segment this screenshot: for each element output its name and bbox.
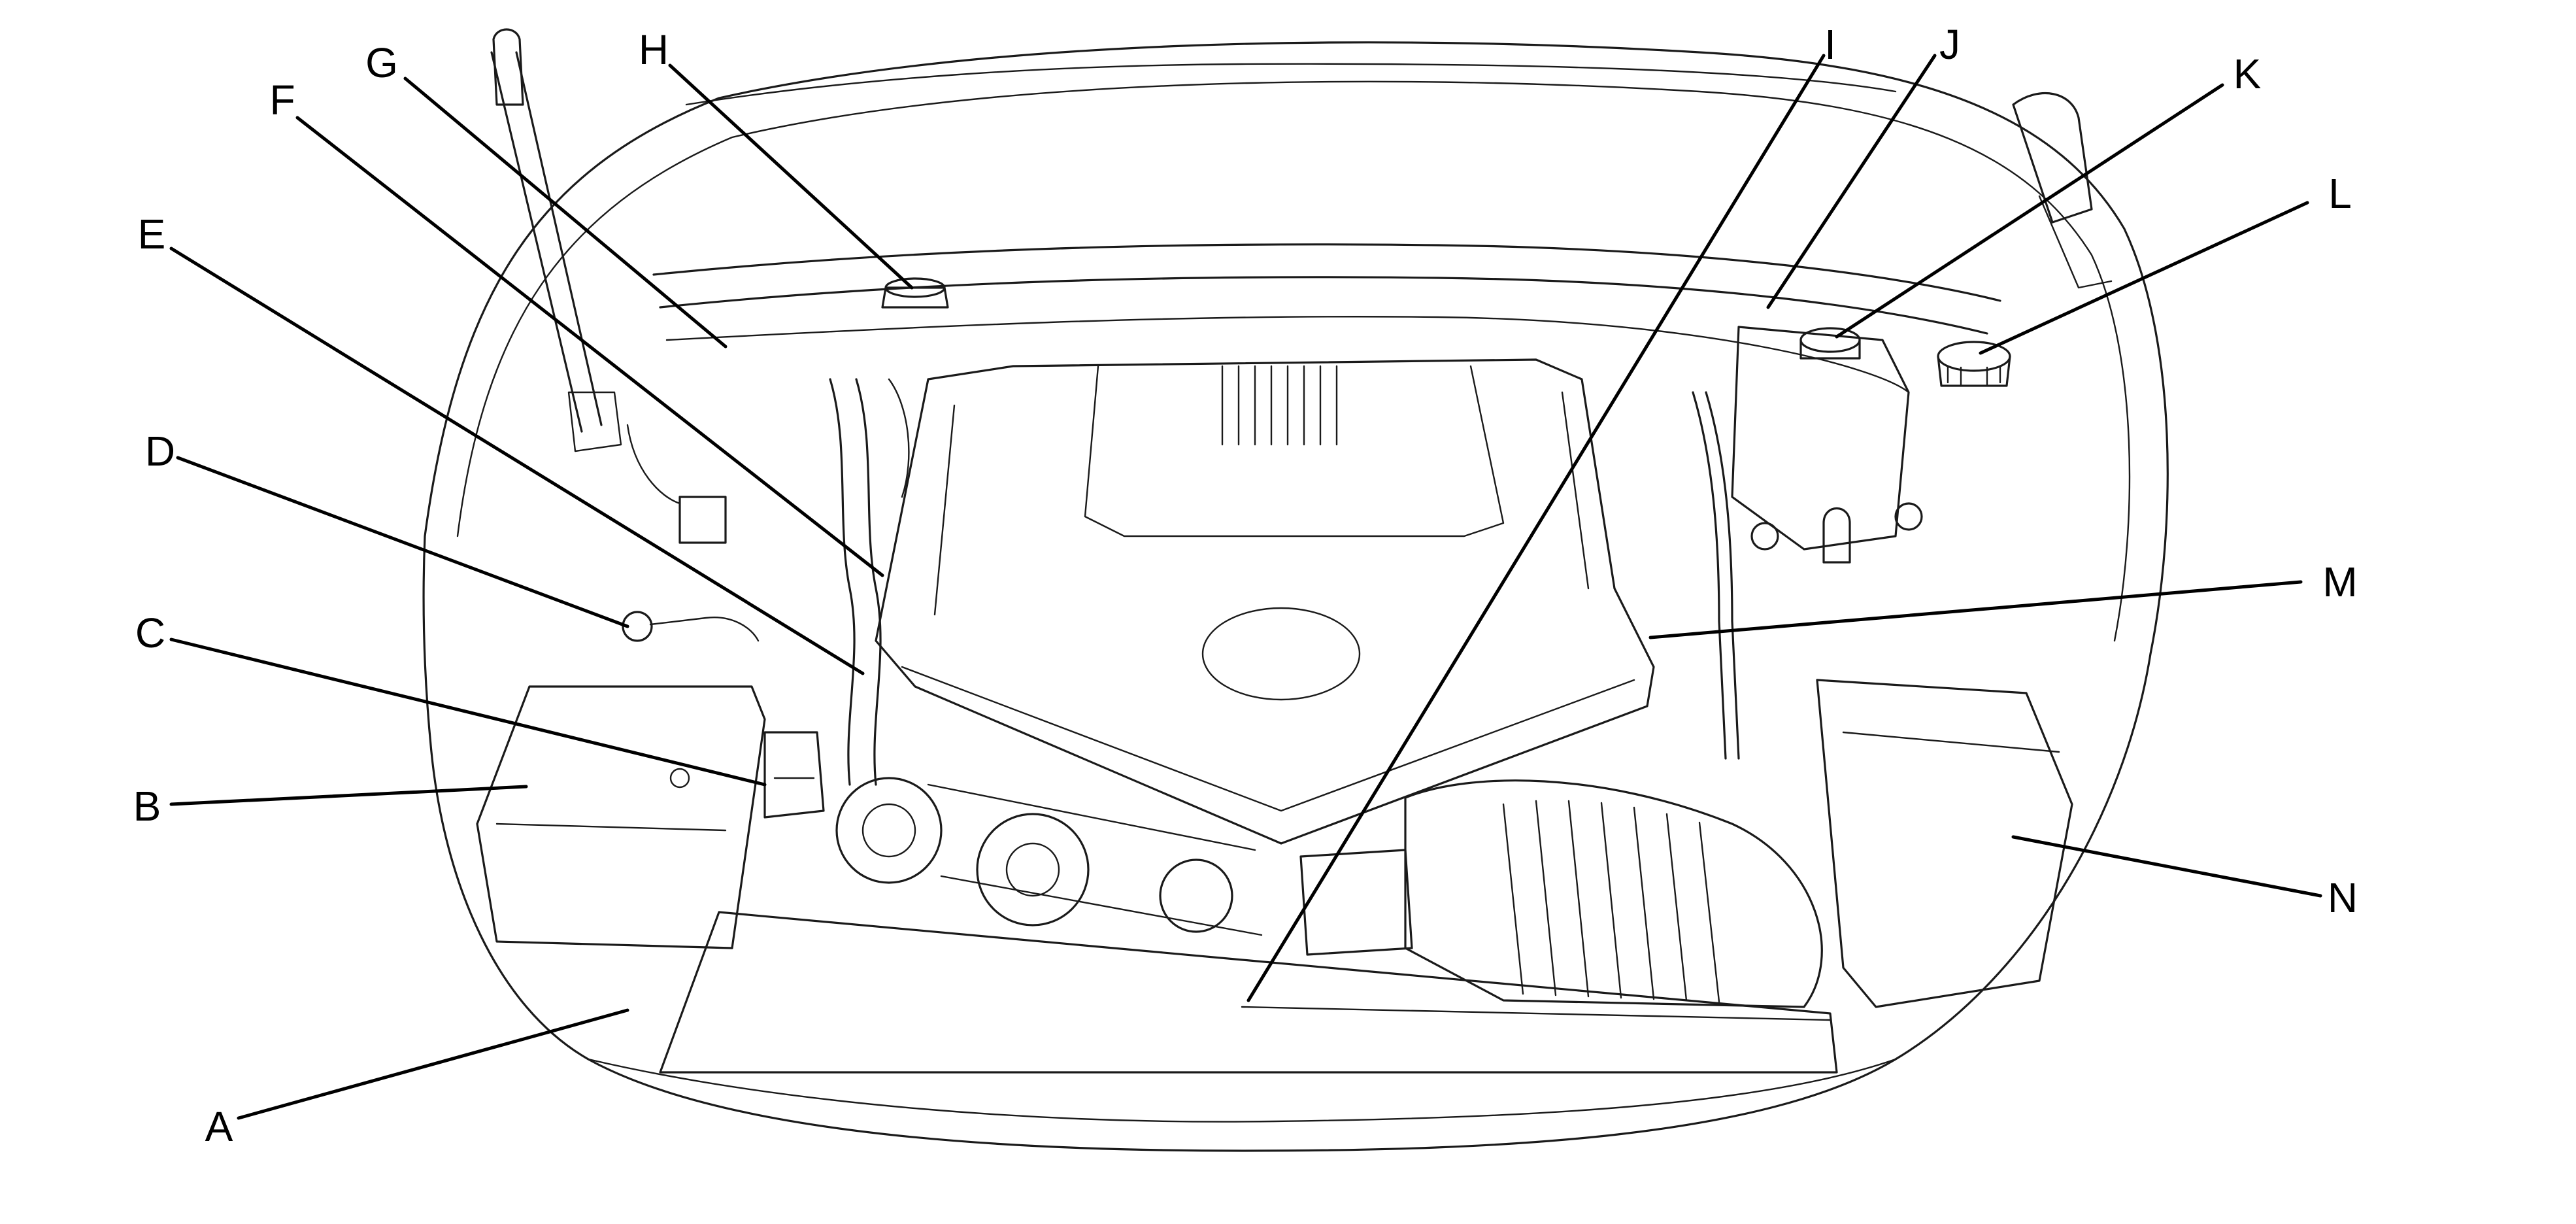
callout-D: D bbox=[145, 428, 175, 475]
leader-E bbox=[169, 246, 865, 675]
hood-latch-sensor bbox=[626, 424, 727, 544]
callout-H: H bbox=[639, 26, 669, 73]
underhood-fuse-block bbox=[476, 685, 766, 949]
leader-F bbox=[295, 116, 884, 577]
callout-E: E bbox=[138, 211, 166, 258]
callout-G: G bbox=[365, 39, 398, 86]
radiator-shroud bbox=[659, 911, 1838, 1074]
wiring-harness bbox=[829, 378, 910, 786]
air-intake-duct bbox=[1299, 779, 1823, 1008]
leader-I bbox=[1246, 54, 1826, 1002]
coolant-surge-tank bbox=[1731, 326, 1910, 551]
callout-I: I bbox=[1824, 21, 1836, 68]
leader-J bbox=[1766, 54, 1937, 309]
leader-N bbox=[2011, 835, 2322, 898]
leader-K bbox=[1835, 83, 2224, 339]
hood-strut-left bbox=[490, 28, 622, 452]
leader-A bbox=[237, 1008, 629, 1120]
engine-oil-dipstick-tube bbox=[1692, 391, 1740, 760]
vehicle-body-outline bbox=[422, 41, 2169, 1152]
leader-B bbox=[169, 785, 528, 806]
callout-N: N bbox=[2328, 874, 2358, 921]
callout-M: M bbox=[2322, 558, 2357, 605]
remote-ground-terminal bbox=[622, 611, 760, 642]
leader-C bbox=[169, 638, 767, 787]
callout-C: C bbox=[135, 609, 165, 656]
callout-J: J bbox=[1939, 21, 1960, 68]
leader-M bbox=[1648, 580, 2303, 639]
brake-fluid-reservoir bbox=[881, 277, 949, 309]
engine-oil-fill-cap bbox=[1937, 341, 2011, 387]
leader-lines bbox=[169, 54, 2322, 1120]
callout-F: F bbox=[269, 76, 295, 124]
callout-B: B bbox=[133, 783, 161, 830]
callout-labels: A B C D E F G H I J K L M N bbox=[133, 21, 2358, 1150]
air-cleaner-assembly bbox=[1816, 679, 2073, 1008]
callout-L: L bbox=[2328, 170, 2352, 217]
leader-D bbox=[176, 456, 629, 628]
leader-H bbox=[668, 63, 914, 290]
engine-cover bbox=[875, 358, 1655, 845]
cowl-crossmember bbox=[652, 243, 2001, 394]
callout-K: K bbox=[2233, 50, 2262, 97]
callout-A: A bbox=[205, 1103, 233, 1150]
electrical-connector bbox=[763, 731, 825, 819]
leader-G bbox=[403, 76, 728, 348]
leader-L bbox=[1979, 201, 2309, 355]
strut-mounts-right bbox=[1750, 502, 1923, 564]
hood-strut-right bbox=[2012, 92, 2113, 289]
accessory-drive bbox=[835, 777, 1263, 936]
